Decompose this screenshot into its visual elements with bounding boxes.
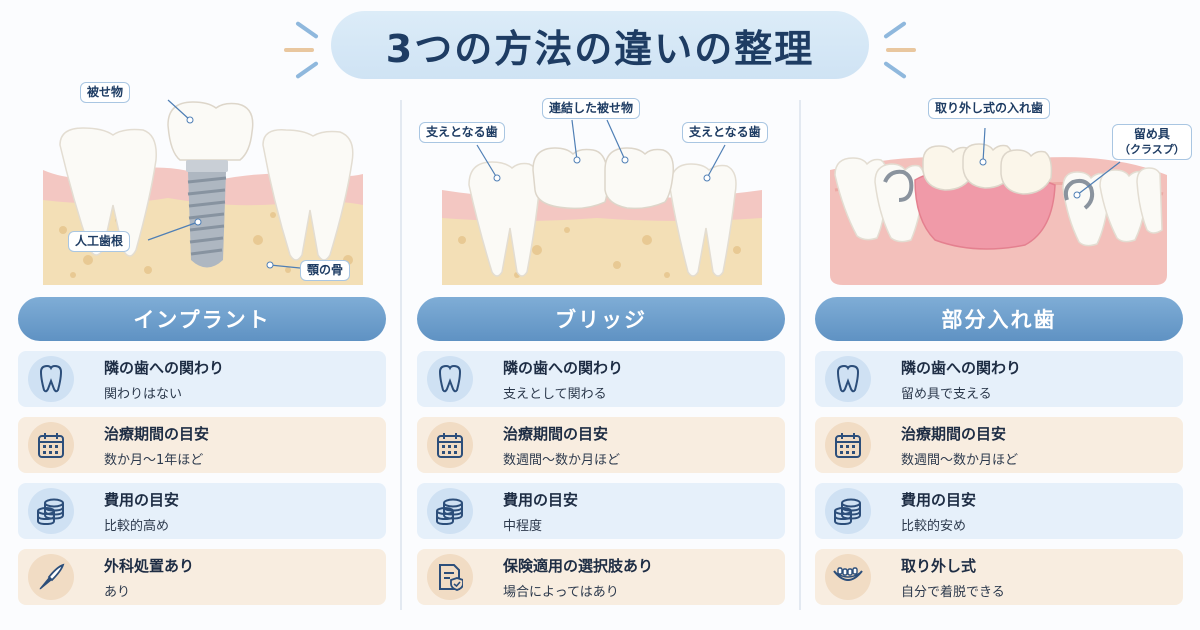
- denture-row-cost: 費用の目安 比較的安め: [815, 483, 1183, 539]
- bridge-row-duration: 治療期間の目安 数週間〜数か月ほど: [417, 417, 785, 473]
- row-value: 場合によってはあり: [503, 584, 619, 600]
- bridge-heading: ブリッジ: [417, 297, 785, 341]
- row-title: 治療期間の目安: [901, 424, 1007, 443]
- row-value: あり: [104, 584, 131, 600]
- row-title: 治療期間の目安: [503, 424, 609, 443]
- bridge-column: 支えとなる歯 連結した被せ物 支えとなる歯 ブリッジ 隣の歯への関わり 支えとし…: [417, 90, 787, 610]
- partial-denture-column: 取り外し式の入れ歯 留め具 （クラスプ） 部分入れ歯 隣の歯への関わり 留め具で…: [815, 90, 1192, 610]
- row-value: 支えとして関わる: [503, 386, 607, 402]
- page-title: 3つの方法の違いの整理: [331, 11, 869, 79]
- callout-clasp-sublabel: （クラスプ）: [1119, 143, 1185, 156]
- calendar-icon: [427, 422, 473, 468]
- implant-row-duration: 治療期間の目安 数か月〜1年ほど: [18, 417, 386, 473]
- row-title: 取り外し式: [901, 556, 977, 575]
- row-value: 数週間〜数か月ほど: [901, 452, 1019, 468]
- row-title: 保険適用の選択肢あり: [503, 556, 654, 575]
- title-decoration-left: [280, 20, 325, 80]
- tooth-icon: [825, 356, 871, 402]
- tooth-icon: [427, 356, 473, 402]
- row-value: 自分で着脱できる: [901, 584, 1005, 600]
- denture-row-duration: 治療期間の目安 数週間〜数か月ほど: [815, 417, 1183, 473]
- callout-connected-crown: 連結した被せ物: [542, 98, 641, 119]
- callout-artificial-root: 人工歯根: [68, 231, 131, 252]
- bridge-illustration: [442, 119, 762, 285]
- bridge-row-insurance: 保険適用の選択肢あり 場合によってはあり: [417, 549, 785, 605]
- coins-icon: [825, 488, 871, 534]
- implant-row-cost: 費用の目安 比較的高め: [18, 483, 386, 539]
- bridge-row-cost: 費用の目安 中程度: [417, 483, 785, 539]
- column-divider-1: [400, 100, 402, 610]
- row-title: 外科処置あり: [104, 556, 195, 575]
- insurance-document-icon: [427, 554, 473, 600]
- callout-clasp-label: 留め具: [1133, 127, 1170, 141]
- callout-removable-denture: 取り外し式の入れ歯: [928, 98, 1051, 119]
- coins-icon: [427, 488, 473, 534]
- title-decoration-right: [878, 20, 923, 80]
- calendar-icon: [825, 422, 871, 468]
- implant-row-neighbor: 隣の歯への関わり 関わりはない: [18, 351, 386, 407]
- scalpel-icon: [28, 554, 74, 600]
- implant-column: 被せ物 人工歯根 顎の骨 インプラント 隣の歯への関わり 関わりはない 治療期間…: [18, 82, 388, 610]
- callout-jawbone: 顎の骨: [300, 260, 351, 281]
- callout-support-tooth-right: 支えとなる歯: [682, 122, 768, 143]
- row-title: 隣の歯への関わり: [503, 358, 624, 377]
- row-title: 隣の歯への関わり: [104, 358, 225, 377]
- row-value: 比較的安め: [901, 518, 967, 534]
- row-title: 隣の歯への関わり: [901, 358, 1022, 377]
- implant-illustration: [43, 99, 363, 285]
- implant-heading: インプラント: [18, 297, 386, 341]
- column-divider-2: [799, 100, 801, 610]
- denture-row-neighbor: 隣の歯への関わり 留め具で支える: [815, 351, 1183, 407]
- row-title: 費用の目安: [901, 490, 977, 509]
- row-value: 比較的高め: [104, 518, 170, 534]
- row-value: 数か月〜1年ほど: [104, 452, 204, 468]
- implant-row-surgery: 外科処置あり あり: [18, 549, 386, 605]
- calendar-icon: [28, 422, 74, 468]
- row-value: 留め具で支える: [901, 386, 992, 402]
- row-value: 数週間〜数か月ほど: [503, 452, 621, 468]
- partial-denture-illustration: [830, 127, 1167, 285]
- tooth-icon: [28, 356, 74, 402]
- row-value: 関わりはない: [104, 386, 183, 402]
- callout-support-tooth-left: 支えとなる歯: [419, 122, 505, 143]
- coins-icon: [28, 488, 74, 534]
- row-value: 中程度: [503, 518, 543, 534]
- bridge-row-neighbor: 隣の歯への関わり 支えとして関わる: [417, 351, 785, 407]
- row-title: 費用の目安: [104, 490, 180, 509]
- row-title: 費用の目安: [503, 490, 579, 509]
- denture-row-removable: 取り外し式 自分で着脱できる: [815, 549, 1183, 605]
- row-title: 治療期間の目安: [104, 424, 210, 443]
- partial-denture-heading: 部分入れ歯: [815, 297, 1183, 341]
- denture-icon: [825, 554, 871, 600]
- callout-crown: 被せ物: [80, 82, 131, 103]
- callout-clasp: 留め具 （クラスプ）: [1112, 124, 1192, 160]
